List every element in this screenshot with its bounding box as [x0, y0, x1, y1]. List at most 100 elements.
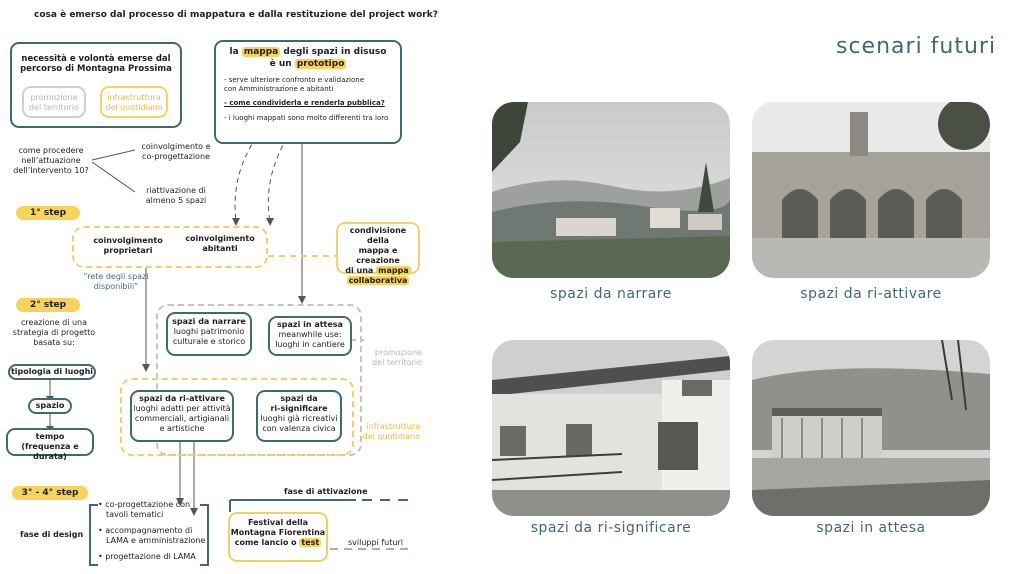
festival-line1: Festival della	[247, 518, 309, 527]
photo-spazi-risignificare	[492, 340, 730, 516]
tag-infrastructure: infrastruttura del quotidiano	[100, 86, 168, 118]
activation-phase-label: fase di attivazione	[284, 487, 368, 496]
card-spazi-attesa: spazi in attesa meanwhile use: luoghi in…	[268, 316, 352, 356]
photo-house-image	[492, 340, 730, 516]
involve-residents: coinvolgimento abitanti	[180, 234, 260, 254]
needs-box: necessità e volontà emerse dal percorso …	[10, 42, 182, 128]
tag-infra-line1: infrastruttura	[107, 93, 161, 102]
narrate-line2: culturale e storico	[172, 337, 246, 346]
photo-spazi-narrare	[492, 102, 730, 278]
photo-spazi-riattivare	[752, 102, 990, 278]
involve-owners-line1: coinvolgimento	[93, 236, 163, 245]
resignify-line1: luoghi già ricreativi	[260, 414, 338, 423]
caption-spazi-risignificare: spazi da ri-significare	[530, 520, 692, 536]
waiting-line1: meanwhile use:	[278, 330, 342, 339]
design-bullet2-line2: LAMA e amministrazione	[106, 536, 206, 545]
needs-title-line2: percorso di Montagna Prossima	[20, 64, 172, 74]
map-line1-post: degli spazi in disuso	[280, 47, 387, 57]
needs-title-line1: necessità e volontà emerse dal	[21, 54, 171, 64]
share-map-box: condivisione della mappa e creazione di …	[336, 222, 420, 285]
involve-owners: coinvolgimento proprietari	[88, 236, 168, 256]
side-infra-line2: del quotidiano	[362, 432, 420, 441]
side-infra-line1: infrastruttura	[366, 422, 421, 431]
design-bullet2-text: accompagnamento di	[105, 526, 193, 535]
share-line2: mappa e creazione	[356, 246, 400, 265]
narrate-title: spazi da narrare	[172, 317, 246, 326]
branch-reactivation: riattivazione di almeno 5 spazi	[136, 186, 216, 206]
design-bullet2-line1: • accompagnamento di	[98, 526, 193, 535]
design-bullet3: • progettazione di LAMA	[98, 552, 196, 561]
panel-title: scenari futuri	[836, 34, 997, 59]
waiting-line2: luoghi in cantiere	[275, 340, 345, 349]
map-bullet2: - come condividerla e renderla pubblica?	[224, 99, 385, 107]
network-label: “rete degli spazi disponibili”	[66, 272, 166, 292]
card-spazi-risignificare: spazi da ri-significare luoghi già ricre…	[256, 390, 342, 442]
side-label-promotion: promozione del territorio	[366, 348, 422, 368]
reactivate-title: spazi da ri-attivare	[139, 394, 225, 403]
map-bullet1-line2: con Amministrazione e abitanti	[224, 85, 334, 93]
share-line1: condivisione della	[349, 226, 407, 245]
side-promotion-line2: del territorio	[372, 358, 422, 367]
tag-infra-line2: del quotidiano	[105, 103, 163, 112]
step2-pill: 2° step	[16, 298, 80, 312]
header-question: cosa è emerso dal processo di mappatura …	[34, 10, 438, 20]
branch-involvement: coinvolgimento e co-progettazione	[136, 142, 216, 162]
design-phase-label: fase di design	[20, 530, 84, 539]
involve-owners-line2: proprietari	[103, 246, 153, 255]
involve-residents-line2: abitanti	[202, 244, 238, 253]
caption-spazi-attesa: spazi in attesa	[816, 520, 926, 536]
branch-involvement-line2: co-progettazione	[142, 152, 210, 161]
criterion-time: tempo (frequenza e durata)	[6, 428, 94, 461]
share-line4: collaborativa	[338, 276, 418, 286]
share-line3-highlight: mappa	[376, 266, 411, 275]
caption-spazi-riattivare: spazi da ri-attivare	[800, 286, 942, 302]
step1-group	[72, 226, 268, 268]
reactivate-line3: e artistiche	[159, 424, 205, 433]
reactivate-line2: commerciali, artigianali	[134, 414, 230, 423]
resignify-line2: con valenza civica	[262, 424, 336, 433]
future-developments: sviluppi futuri	[348, 538, 403, 547]
step34-pill: 3° - 4° step	[12, 486, 88, 500]
how-proceed-line3: dell’Intervento 10?	[13, 166, 89, 175]
design-bullet1-text: co-progettazione con	[105, 500, 191, 509]
photo-site-image	[752, 340, 990, 516]
map-line1: la mappa degli spazi in disuso	[224, 46, 392, 58]
caption-spazi-narrare: spazi da narrare	[550, 286, 672, 302]
side-label-infrastructure: infrastruttura del quotidiano	[356, 422, 420, 442]
involve-residents-line1: coinvolgimento	[185, 234, 255, 243]
map-bullet3: - i luoghi mappati sono molto differenti…	[224, 114, 389, 122]
share-line3-pre: di una	[345, 266, 377, 275]
card-spazi-narrare: spazi da narrare luoghi patrimonio cultu…	[166, 312, 252, 356]
how-proceed-line2: nell’attuazione	[21, 156, 81, 165]
branch-reactivation-line1: riattivazione di	[146, 186, 206, 195]
how-proceed-line1: come procedere	[18, 146, 84, 155]
criterion-time-line1: tempo	[35, 432, 65, 441]
share-line4-highlight: collaborativa	[346, 276, 410, 285]
step1-pill: 1° step	[16, 206, 80, 220]
design-bullet3-text: progettazione di LAMA	[105, 552, 196, 561]
strategy-line3: basata su:	[33, 338, 75, 347]
map-line1-pre: la	[229, 47, 242, 57]
criterion-space: spazio	[28, 398, 72, 414]
festival-box: Festival della Montagna Fiorentina come …	[228, 512, 328, 562]
strategy-desc: creazione di una strategia di progetto b…	[6, 318, 102, 348]
criterion-time-line2: (frequenza e durata)	[21, 442, 79, 461]
how-proceed: come procedere nell’attuazione dell’Inte…	[10, 146, 92, 176]
festival-line3: come lancio o test	[230, 538, 326, 548]
map-line2-highlight: prototipo	[294, 59, 347, 69]
map-line1-highlight: mappa	[241, 47, 281, 57]
branch-involvement-line1: coinvolgimento e	[141, 142, 211, 151]
map-line2-pre: è un	[269, 59, 295, 69]
festival-line2: Montagna Fiorentina	[230, 528, 326, 537]
map-line2: è un prototipo	[224, 58, 392, 71]
resignify-title-line2: ri-significare	[270, 404, 328, 413]
network-line1: “rete degli spazi	[83, 272, 149, 281]
criterion-place-type: tipologia di luoghi	[8, 364, 96, 380]
card-spazi-riattivare: spazi da ri-attivare luoghi adatti per a…	[130, 390, 234, 442]
map-bullet1-line1: - serve ulteriore confronto e validazion…	[224, 76, 365, 84]
photo-hills-image	[492, 102, 730, 278]
infrastructure-group	[120, 378, 354, 456]
tag-promotion-line2: del territorio	[29, 103, 79, 112]
strategy-line1: creazione di una	[20, 318, 88, 327]
map-prototype-box: la mappa degli spazi in disuso è un prot…	[214, 40, 402, 144]
